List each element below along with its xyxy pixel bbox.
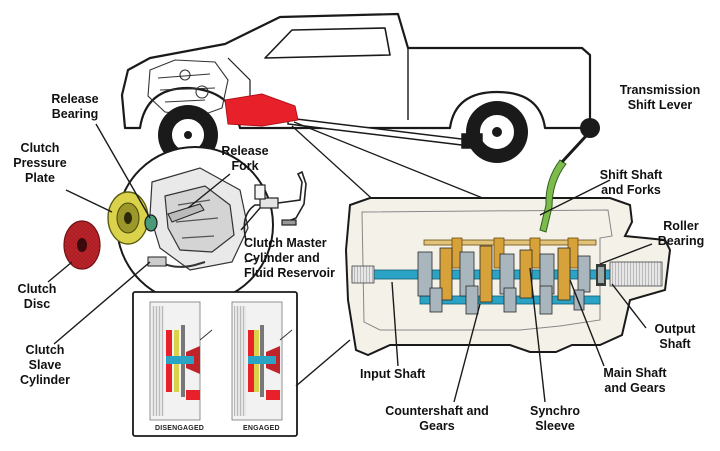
driveshaft xyxy=(287,117,483,149)
rear-wheel xyxy=(466,101,528,163)
label-clutch-master-cylinder: Clutch Master Cylinder and Fluid Reservo… xyxy=(244,236,335,280)
leader-lines xyxy=(47,123,653,403)
roller-bearing-part xyxy=(596,264,606,286)
label-roller-bearing: Roller Bearing xyxy=(657,219,705,248)
main-gears xyxy=(417,245,591,303)
label-release-bearing: Release Bearing xyxy=(51,92,99,121)
label-clutch-pressure-plate: Clutch Pressure Plate xyxy=(13,141,67,185)
inset-caption-disengaged: DISENGAGED xyxy=(155,425,205,432)
clutch-disc-part xyxy=(63,220,101,270)
bell-housing xyxy=(149,167,249,271)
label-synchro-sleeve: Synchro Sleeve xyxy=(529,404,580,433)
label-clutch-disc: Clutch Disc xyxy=(17,282,57,311)
shift-lever xyxy=(539,118,600,233)
slave-cylinder-part xyxy=(147,256,167,267)
inset-engaged-illustration xyxy=(231,301,293,421)
label-countershaft-and-gears: Countershaft and Gears xyxy=(385,404,489,433)
pressure-plate-part xyxy=(107,191,149,245)
label-clutch-slave-cylinder: Clutch Slave Cylinder xyxy=(19,343,70,387)
master-cylinder-assembly xyxy=(243,170,307,263)
engine-sketch xyxy=(147,59,229,117)
inset-caption-engaged: ENGAGED xyxy=(243,425,280,432)
label-input-shaft: Input Shaft xyxy=(360,367,426,381)
release-bearing-part xyxy=(144,214,158,232)
truck-transmission-highlight xyxy=(224,93,299,127)
countershaft-gears xyxy=(429,285,585,315)
label-main-shaft-and-gears: Main Shaft and Gears xyxy=(603,366,667,395)
gearbox-interior xyxy=(361,209,613,331)
inset-disengaged-illustration xyxy=(149,301,213,421)
label-release-fork: Release Fork xyxy=(221,144,269,173)
label-output-shaft: Output Shaft xyxy=(654,322,696,351)
label-transmission-shift-lever: Transmission Shift Lever xyxy=(619,83,701,112)
projection-lines xyxy=(291,121,501,207)
label-shift-shaft-and-forks: Shift Shaft and Forks xyxy=(599,168,663,197)
shift-rail xyxy=(423,237,597,269)
